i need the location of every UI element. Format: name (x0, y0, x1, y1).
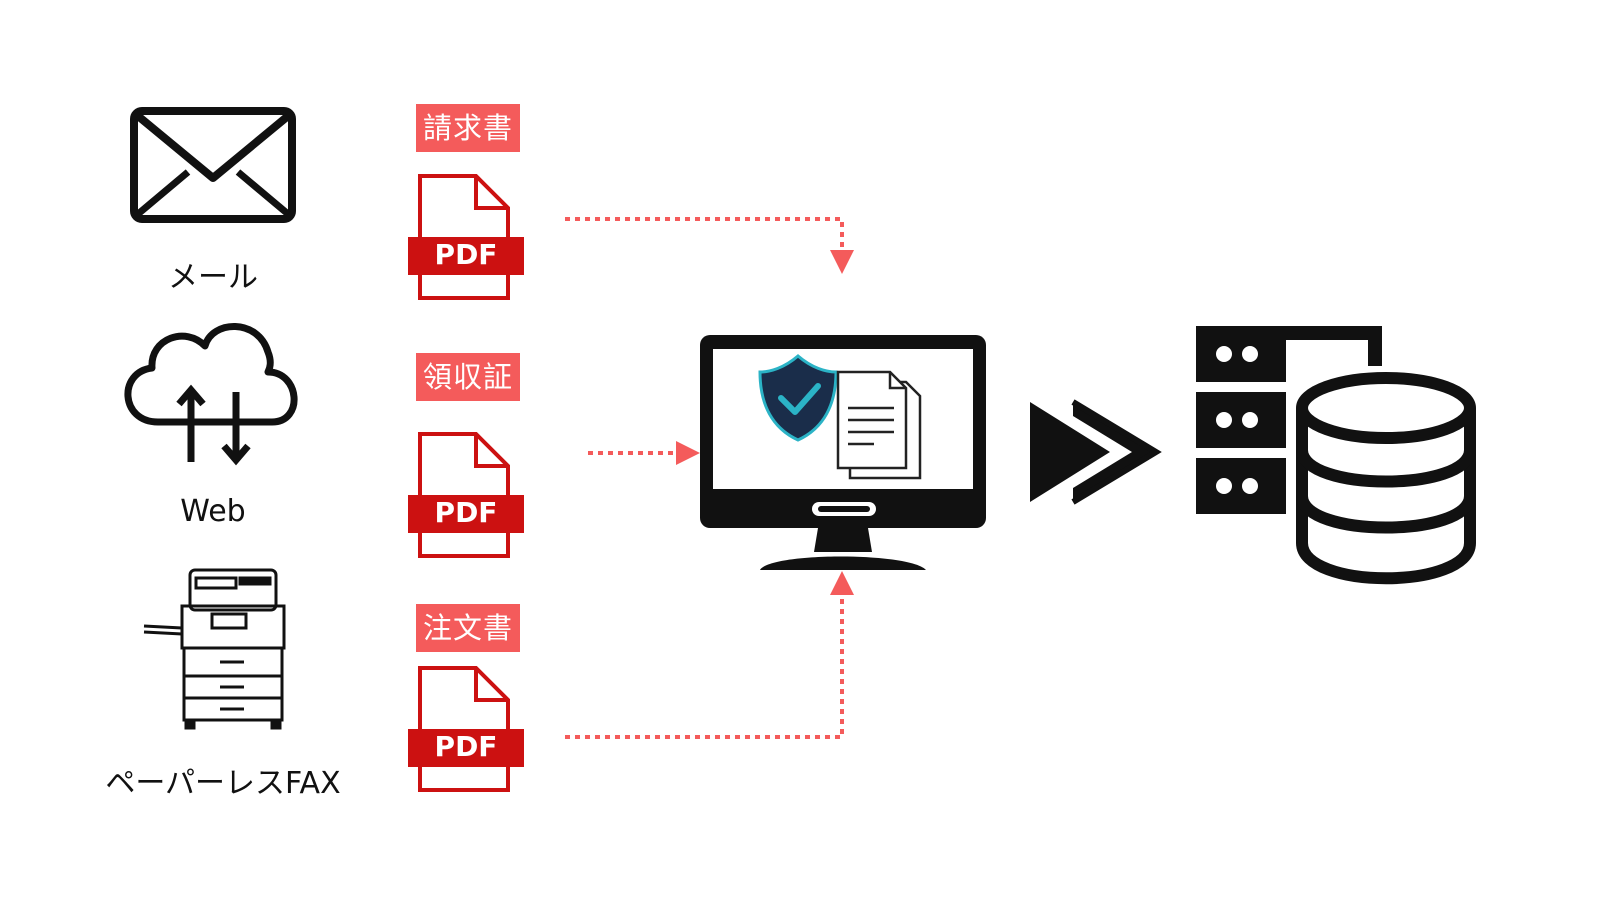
doc-tag-order: 注文書 (416, 604, 520, 652)
pdf-label-box-3: PDF (408, 667, 524, 789)
pdf-file-icon-1 (408, 174, 524, 300)
doc-tag-receipt: 領収証 (416, 353, 520, 401)
pdf-label: PDF (434, 496, 498, 529)
source-label-web: Web (180, 494, 246, 529)
source-label-mail: メール (168, 260, 258, 295)
pdf-file-icon-2 (408, 432, 524, 558)
server-database-icon (1196, 326, 1476, 585)
doc-tag-invoice: 請求書 (416, 104, 520, 152)
connector-order (565, 571, 854, 739)
monitor-with-shield-and-documents-icon (700, 335, 986, 570)
envelope-icon (130, 107, 296, 223)
pdf-label-box-2: PDF (408, 433, 524, 555)
cloud-upload-download-icon (124, 323, 298, 466)
connector-invoice (565, 217, 854, 274)
pdf-label: PDF (434, 238, 498, 271)
pdf-file-icon-3 (408, 666, 524, 792)
pdf-label-box-1: PDF (408, 175, 524, 297)
source-label-fax: ペーパーレスFAX (105, 766, 341, 801)
multifunction-printer-icon (143, 568, 286, 730)
pdf-label: PDF (434, 730, 498, 763)
double-arrow-right-icon (1030, 399, 1162, 505)
